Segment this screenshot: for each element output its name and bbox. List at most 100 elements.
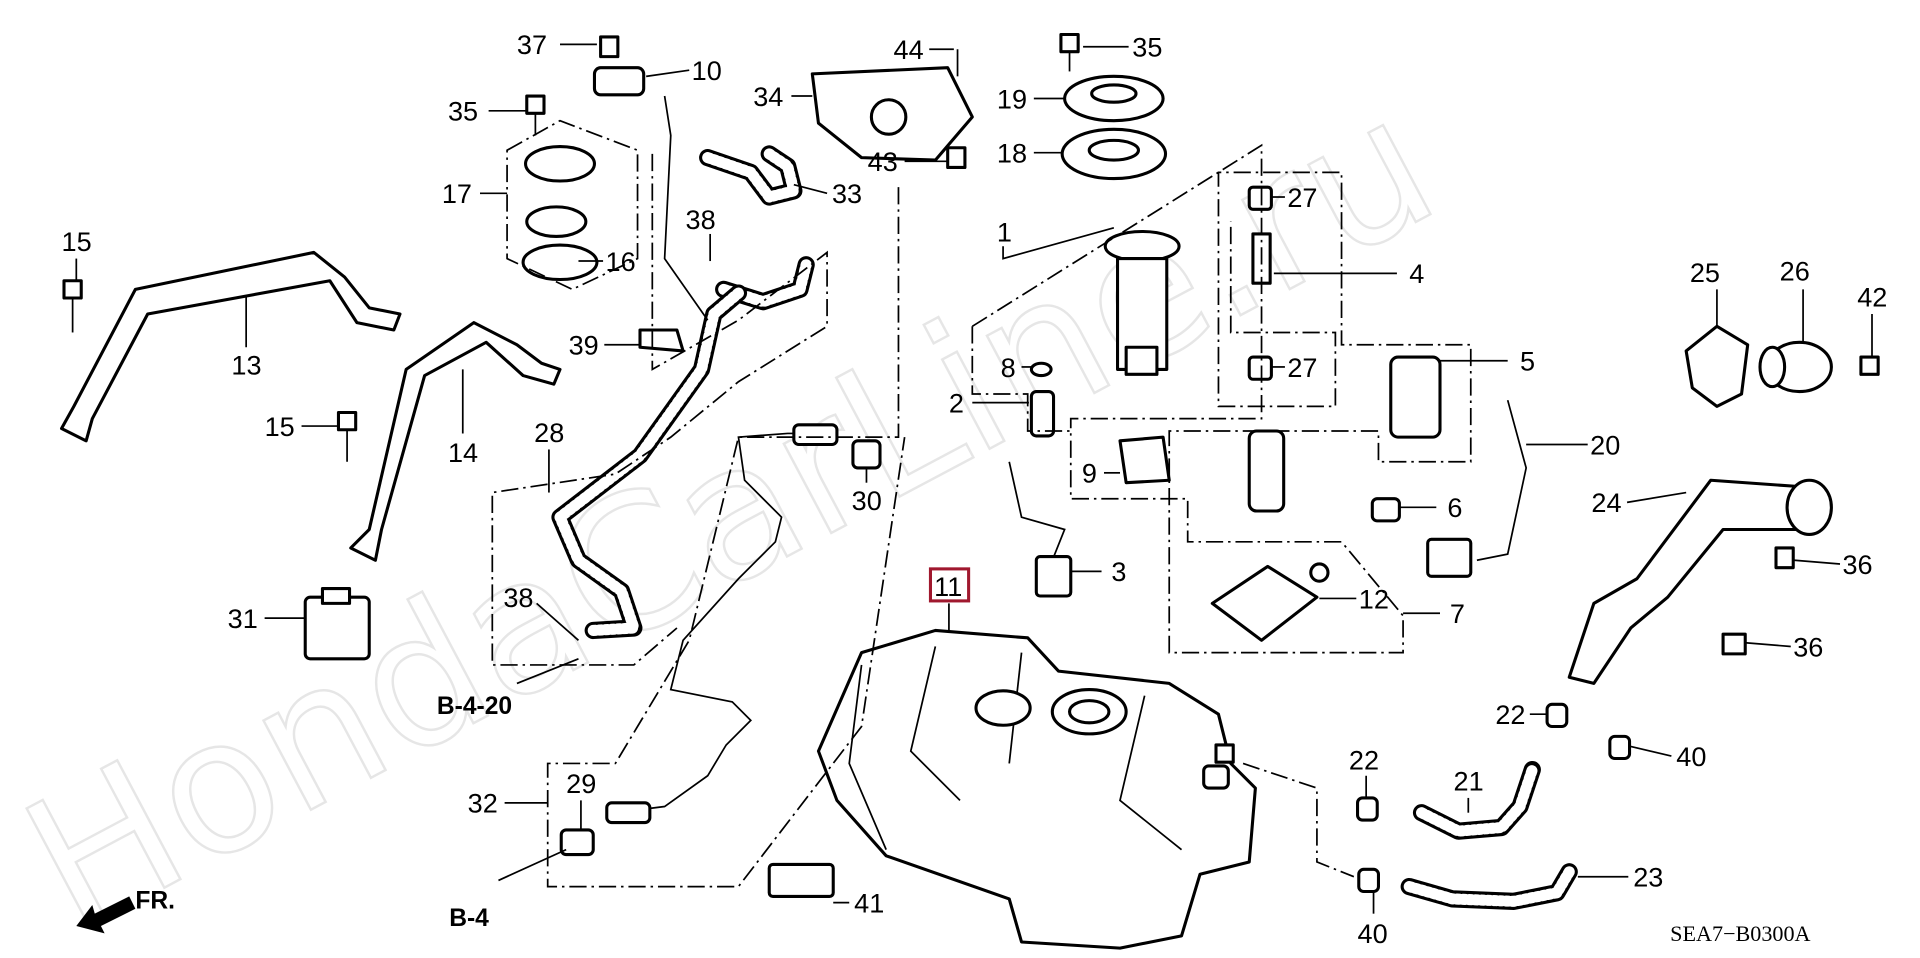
callout[interactable]: 38 (503, 582, 533, 613)
clip-29 (559, 828, 595, 857)
clip-30 (851, 439, 882, 470)
callout[interactable]: 20 (1590, 429, 1620, 460)
callout-11-highlighted[interactable]: 11 (934, 571, 962, 602)
callout[interactable]: 3 (1111, 556, 1126, 587)
harness-20 (1426, 399, 1528, 578)
callout[interactable]: 7 (1450, 598, 1465, 629)
reference-b-4-20[interactable]: B-4-20 (437, 693, 512, 720)
filler-pipe-24 (1567, 478, 1833, 685)
callout[interactable]: 44 (894, 34, 924, 65)
highlight-box-11 (928, 567, 971, 603)
tank-strap-14 (349, 321, 562, 562)
connector-29-plug (605, 801, 652, 825)
clip-6 (1370, 497, 1401, 523)
valve-10 (592, 35, 646, 97)
clamp-22 (1356, 702, 1569, 822)
breather-parts-17 (506, 119, 639, 291)
grommet-43 (946, 146, 967, 170)
callout[interactable]: 18 (997, 138, 1027, 169)
callout[interactable]: 27 (1287, 352, 1317, 383)
callout[interactable]: 27 (1287, 182, 1317, 213)
fuel-pump (1247, 429, 1286, 513)
callout[interactable]: 40 (1358, 918, 1388, 949)
callout[interactable]: 15 (62, 226, 92, 257)
callout[interactable]: 26 (1780, 256, 1810, 287)
callout[interactable]: 19 (997, 83, 1027, 114)
bolt-15b (336, 410, 358, 462)
callout[interactable]: 30 (852, 485, 882, 516)
callout[interactable]: 22 (1349, 745, 1379, 776)
sensor-41 (767, 862, 835, 898)
o-ring-8 (1029, 361, 1053, 378)
callout[interactable]: 36 (1842, 549, 1872, 580)
callout[interactable]: 14 (448, 437, 478, 468)
callout[interactable]: 15 (265, 411, 295, 442)
fuel-tank-11 (816, 628, 1257, 950)
callout[interactable]: 31 (228, 603, 258, 634)
callout[interactable]: 23 (1633, 862, 1663, 893)
callout[interactable]: 39 (569, 330, 599, 361)
ring-18 (1060, 127, 1168, 181)
callout[interactable]: 42 (1857, 282, 1887, 313)
bolt-35 (525, 94, 546, 136)
clamp-40 (1357, 734, 1632, 894)
callout[interactable]: 43 (868, 146, 898, 177)
callout[interactable]: 35 (448, 96, 478, 127)
callout[interactable]: 6 (1447, 492, 1462, 523)
drawing-code: SEA7−B0300A (1670, 921, 1810, 946)
front-marker: FR. (135, 888, 175, 915)
solenoid-31 (303, 587, 371, 661)
sensor-wire-32 (615, 432, 837, 814)
callout[interactable]: 5 (1520, 346, 1535, 377)
callout[interactable]: 34 (753, 81, 783, 112)
callout[interactable]: 16 (606, 246, 636, 277)
reference-b-4[interactable]: B-4 (449, 905, 489, 932)
fuel-filter-5 (1389, 355, 1442, 439)
callout[interactable]: 28 (534, 417, 564, 448)
callout[interactable]: 38 (686, 204, 716, 235)
callout[interactable]: 36 (1793, 631, 1823, 662)
bolt-35b (1059, 32, 1080, 72)
leader-lines (75, 43, 1873, 914)
bracket-9 (1118, 435, 1171, 485)
callout[interactable]: 1 (997, 216, 1012, 247)
strainer-12 (1210, 562, 1330, 642)
bolt-15 (62, 279, 83, 333)
callout[interactable]: 33 (832, 178, 862, 209)
vent-tube (663, 95, 709, 321)
callout[interactable]: 12 (1359, 583, 1389, 614)
callout[interactable]: 21 (1454, 766, 1484, 797)
callout[interactable]: 10 (692, 55, 722, 86)
cover-34 (810, 66, 974, 162)
callout[interactable]: 22 (1495, 699, 1525, 730)
harness-3 (1008, 461, 1073, 598)
callout[interactable]: 4 (1409, 258, 1424, 289)
cushion-27 (1247, 185, 1273, 381)
tank-strap-13 (60, 250, 402, 443)
bolt-36 (1774, 546, 1795, 570)
callout[interactable]: 37 (517, 29, 547, 60)
callouts: 37 10 44 35 34 19 35 18 43 33 17 27 38 1… (62, 29, 1888, 949)
seal-19 (1063, 74, 1165, 123)
callout[interactable]: 8 (1001, 352, 1016, 383)
connector (792, 423, 839, 447)
screw-42 (1859, 355, 1880, 376)
callout[interactable]: 9 (1082, 458, 1097, 489)
callout[interactable]: 35 (1132, 32, 1162, 63)
pressure-regulator-2 (1029, 390, 1056, 438)
callout[interactable]: 29 (566, 768, 596, 799)
callout[interactable]: 25 (1690, 257, 1720, 288)
bolt-36b (1721, 632, 1747, 656)
callout[interactable]: 24 (1591, 487, 1621, 518)
cover-25 (1684, 324, 1750, 408)
fuel-pump-module-1 (1103, 229, 1181, 376)
front-arrow-icon (76, 896, 136, 934)
callout[interactable]: 17 (442, 178, 472, 209)
callout[interactable]: 32 (468, 788, 498, 819)
callout[interactable]: 2 (949, 388, 964, 419)
callout[interactable]: 41 (854, 887, 884, 918)
callout[interactable]: 40 (1676, 741, 1706, 772)
fuel-cap-26 (1758, 340, 1833, 394)
callout[interactable]: 13 (231, 349, 261, 380)
